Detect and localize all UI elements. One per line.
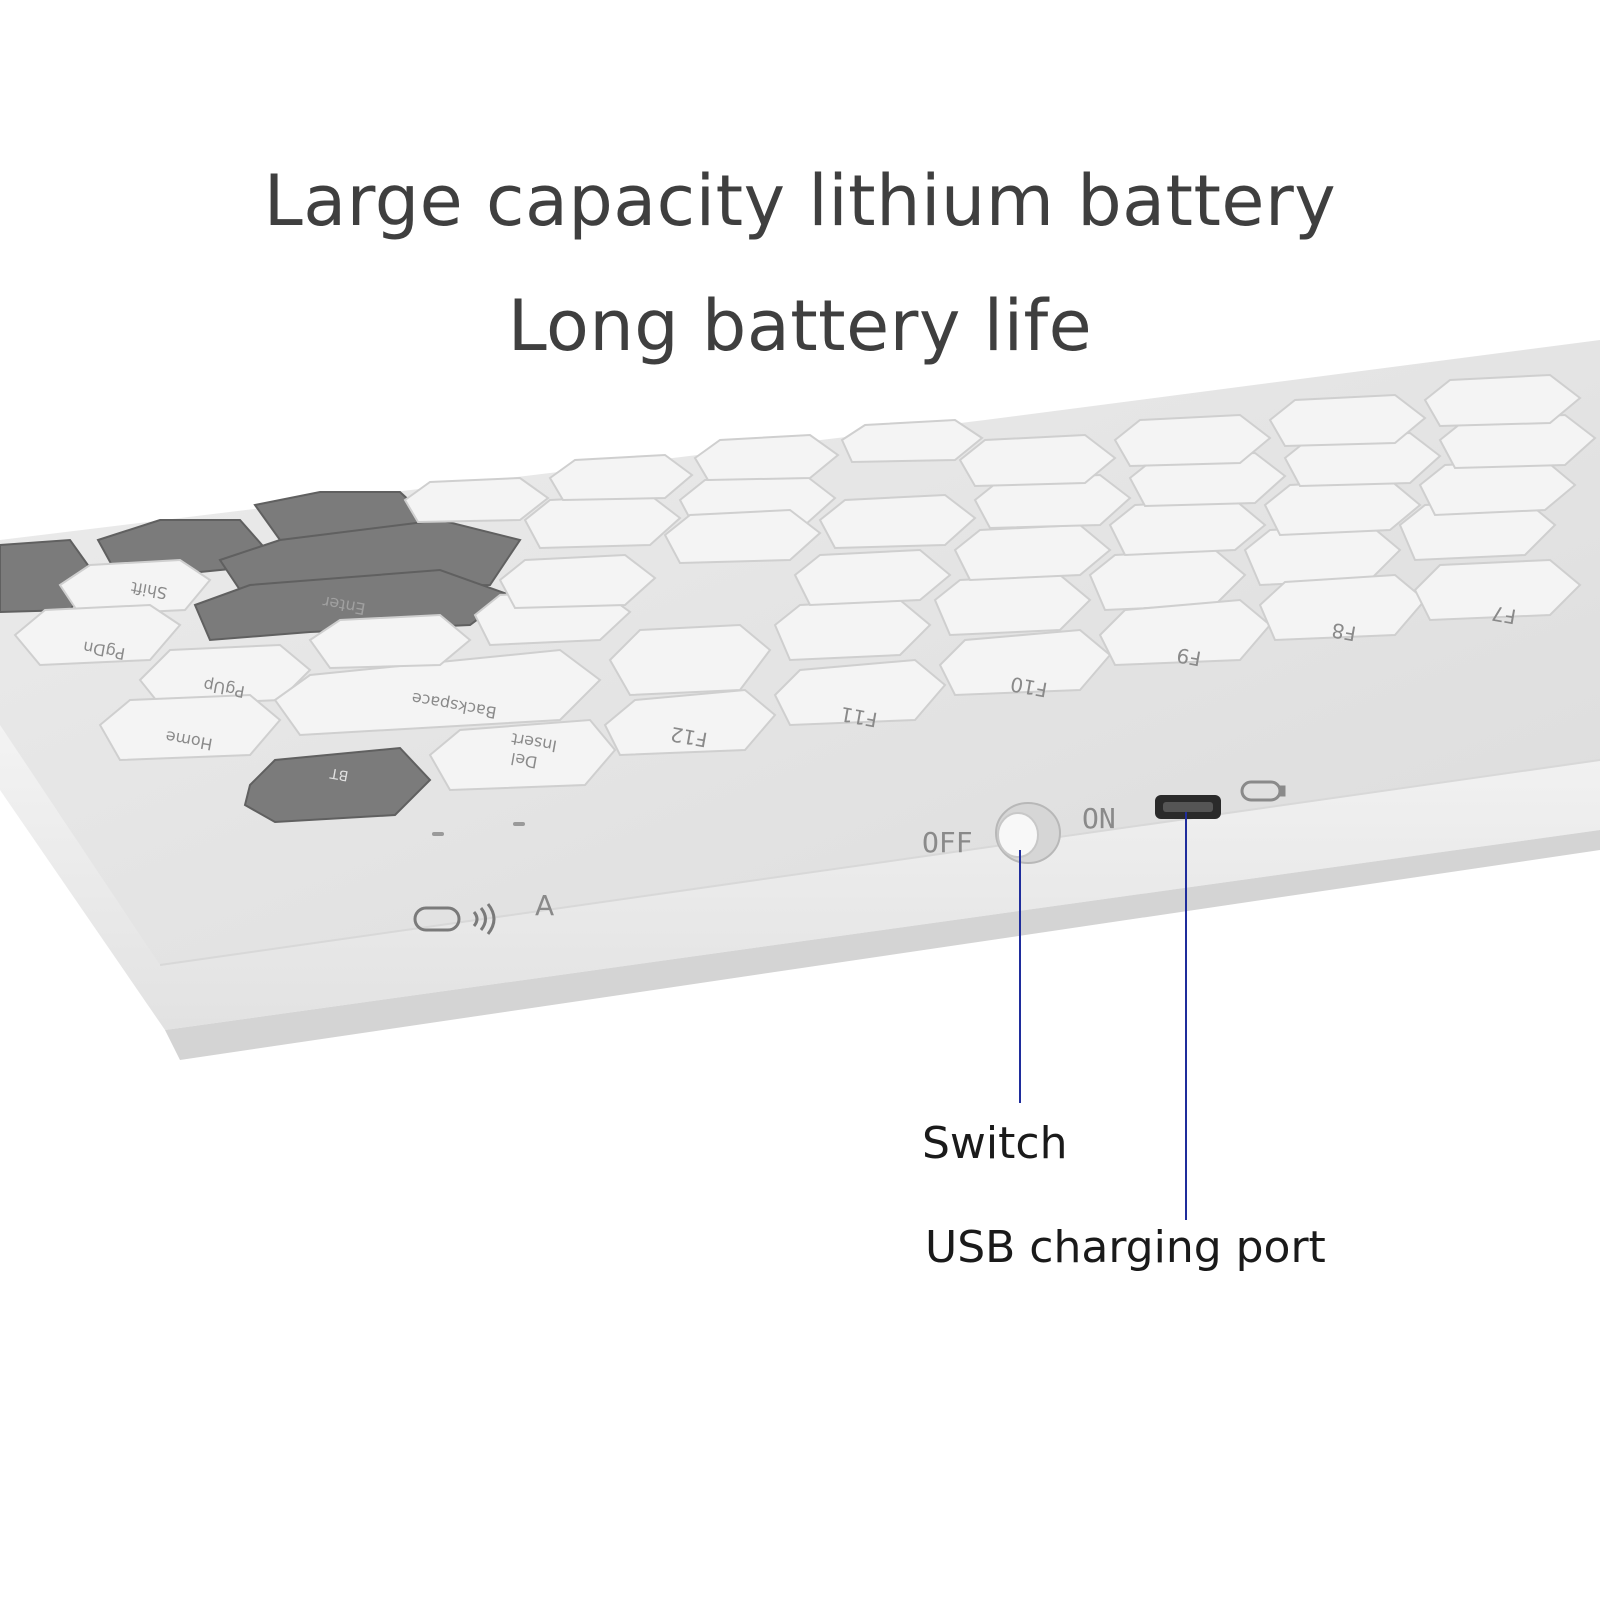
battery-icon [1240,780,1286,802]
key-comma [663,508,822,565]
key-zero [933,573,1092,637]
key-alt [840,418,984,464]
key-del [428,718,617,792]
svg-text:BT: BT [329,764,350,783]
key-pgdn [13,603,182,667]
key-backslash [308,613,472,670]
battery-signal-icon [413,903,496,935]
key-u [1263,478,1422,537]
switch-callout: Switch [922,1118,1068,1169]
key-home [98,693,282,762]
key-ctrl [548,453,694,502]
key-bt [243,746,432,824]
key-slash [523,493,682,550]
key-eight [1243,523,1402,587]
key-y [1418,458,1577,517]
key-l [818,493,977,550]
key-fn [693,433,840,482]
switch-off-label: OFF [922,826,973,859]
key-o [953,523,1112,582]
key-f12 [603,688,777,757]
key-n [1113,413,1272,468]
svg-text:F8: F8 [1330,618,1358,646]
key-nine [1088,548,1247,612]
svg-text:F7: F7 [1490,601,1518,629]
key-m [958,433,1117,488]
indicator-a-label: A [535,889,554,922]
usb-charging-port[interactable] [1155,795,1221,819]
keyboard-base-shadow [165,830,1600,1060]
headline-line-2: Long battery life [507,285,1093,367]
key-minus [773,598,932,662]
key-p [793,548,952,607]
key-f7 [1413,558,1582,622]
key-v [1423,373,1582,428]
switch-on-label: ON [1082,802,1116,835]
keyboard-front-face [0,725,1600,1030]
key-arrow-small [403,476,550,524]
power-switch[interactable] [995,802,1061,864]
headline-line-1: Large capacity lithium battery [263,160,1337,242]
key-i [1108,498,1267,557]
svg-text:F9: F9 [1175,643,1203,671]
key-equals [608,623,772,697]
key-semicolon [498,553,657,610]
key-backspace [273,648,602,737]
svg-text:Del: Del [509,749,539,772]
usb-port-callout: USB charging port [925,1222,1326,1273]
key-b [1268,393,1427,448]
key-f11 [773,658,947,727]
indicator-leds [432,822,525,836]
